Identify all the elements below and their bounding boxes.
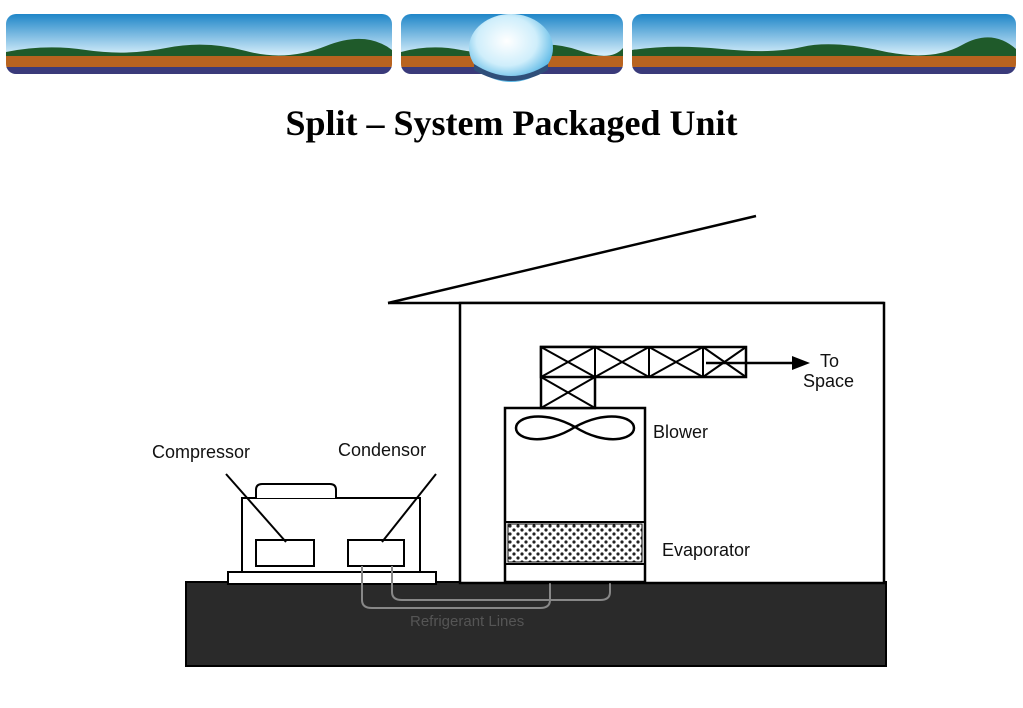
to-label: To [820,351,839,371]
condensor-label: Condensor [338,440,426,460]
split-system-diagram: Compressor Condensor To Space Blower Eva… [152,214,887,667]
blower-label: Blower [653,422,708,442]
compressor-label: Compressor [152,442,250,462]
refrigerant-line-1 [361,566,551,609]
header-banner-left [6,14,392,74]
blower-wheel [514,415,636,441]
condensing-unit-top [255,483,337,498]
space-label: Space [803,371,854,391]
evaporator-label: Evaporator [662,540,750,560]
slide-title: Split – System Packaged Unit [285,103,738,143]
evaporator-coil [507,523,643,563]
ground-slab [185,581,887,667]
globe-logo [469,14,553,82]
supply-air-arrowhead [792,356,810,370]
compressor-leader [225,473,287,543]
compressor-box [255,539,315,567]
roof-line [387,214,757,305]
condensor-box [347,539,405,567]
condensing-unit-base [227,571,437,585]
condensor-leader [381,473,437,543]
refrigerant-lines-label: Refrigerant Lines [410,613,524,630]
header-banner-right [632,14,1016,74]
refrigerant-line-2 [391,566,611,601]
